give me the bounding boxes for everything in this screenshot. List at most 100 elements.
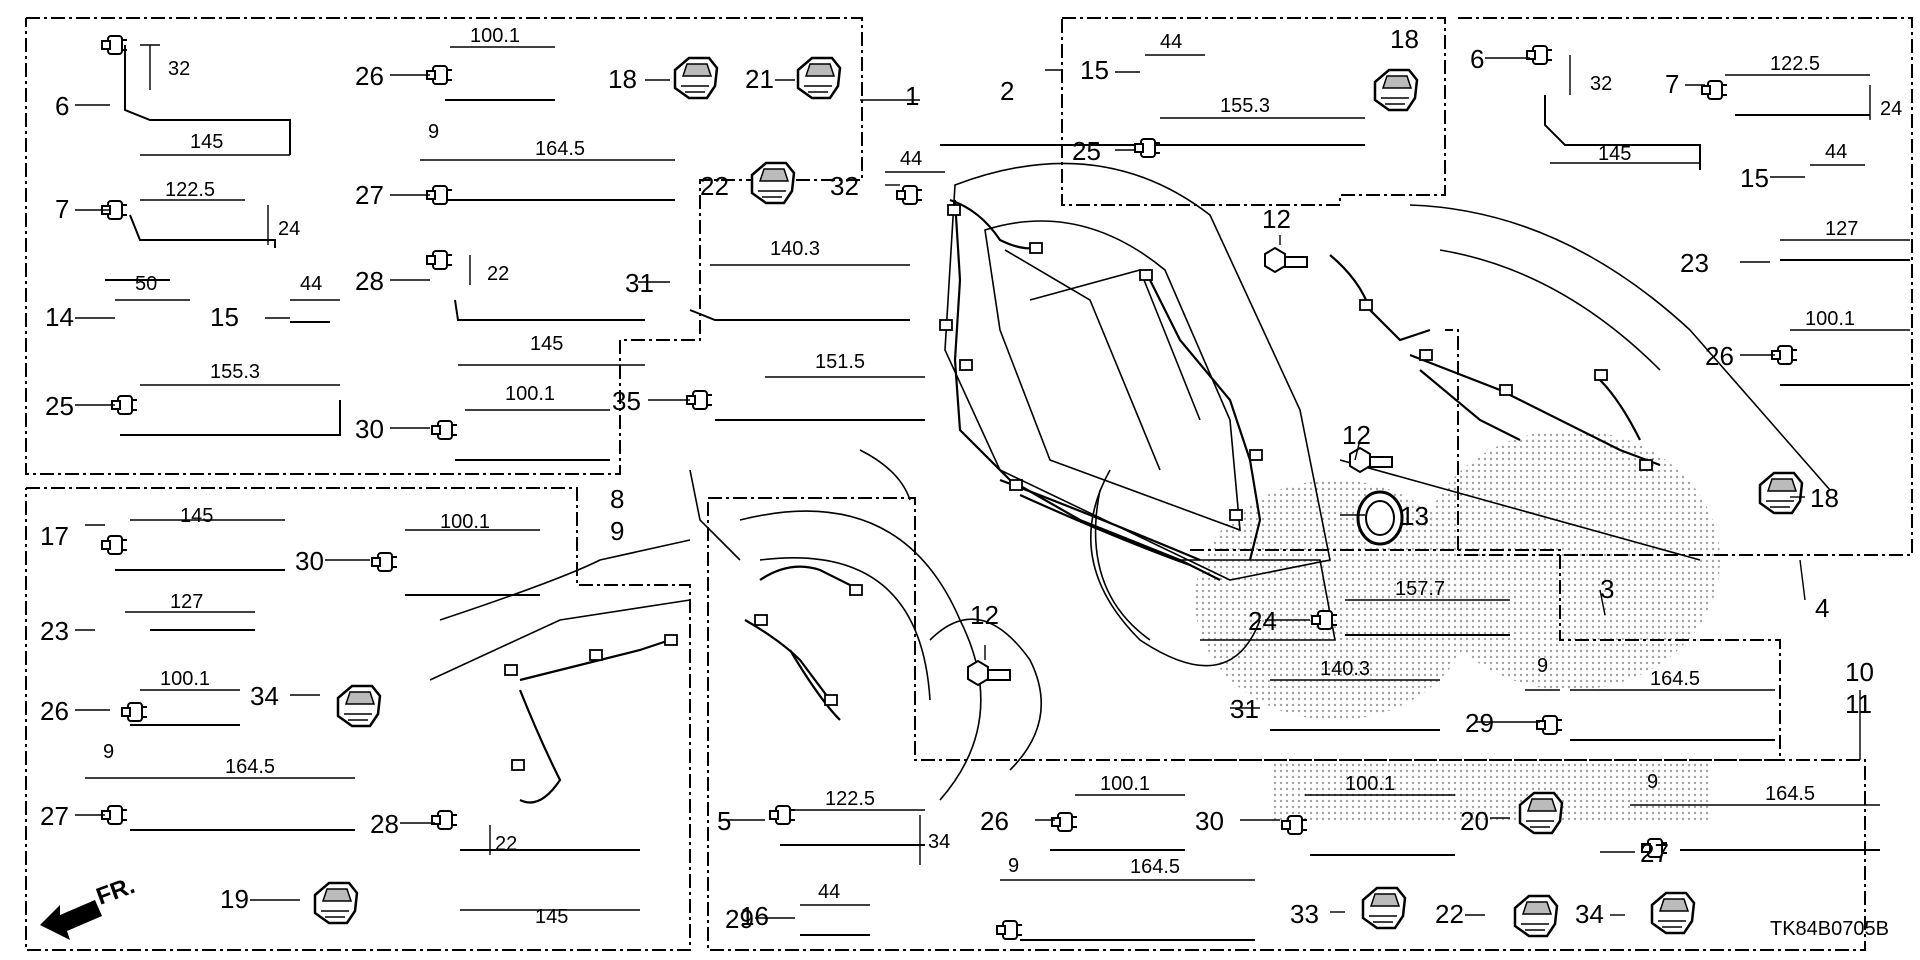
dim-24: 24 [278, 218, 300, 240]
dim-100-1c: 100.1 [1805, 308, 1855, 330]
callout-15a: 15 [210, 302, 239, 332]
callout-20: 20 [1460, 806, 1489, 836]
dim-122-5c: 122.5 [825, 788, 875, 810]
dim-100-1f: 100.1 [1100, 773, 1150, 795]
callout-25a: 25 [45, 391, 74, 421]
callout-30b: 30 [295, 546, 324, 576]
callout-32: 32 [830, 171, 859, 201]
callout-28a: 28 [355, 266, 384, 296]
callout-24: 24 [1248, 606, 1277, 636]
dim-127b: 127 [170, 591, 203, 613]
dim-157-7: 157.7 [1395, 578, 1445, 600]
callout-27a: 27 [355, 180, 384, 210]
callout-19: 19 [220, 884, 249, 914]
dim-24b: 24 [1880, 98, 1902, 120]
callout-3: 3 [1600, 574, 1614, 604]
callout-26b: 26 [1705, 341, 1734, 371]
grommet-13 [1356, 490, 1404, 546]
dim-100-1: 100.1 [470, 25, 520, 47]
callout-16: 16 [740, 901, 769, 931]
dim-34: 34 [928, 831, 950, 853]
callout-5: 5 [717, 806, 731, 836]
dim-122-5b: 122.5 [1770, 53, 1820, 75]
callout-10: 10 [1845, 657, 1874, 687]
callout-14: 14 [45, 302, 74, 332]
callout-18a: 18 [608, 64, 637, 94]
dim-32: 32 [168, 58, 190, 80]
callout-22b: 22 [1435, 899, 1464, 929]
callout-labels: 1 2 3 4 5 6 6 7 7 8 9 10 11 12 12 12 13 … [40, 24, 1874, 934]
front-arrow-icon [40, 900, 102, 940]
callout-12a: 12 [1262, 204, 1291, 234]
dim-100-1g: 100.1 [1345, 773, 1395, 795]
shading [1195, 430, 1720, 820]
callout-26c: 26 [40, 696, 69, 726]
bolts [967, 246, 1393, 687]
callout-22a: 22 [700, 171, 729, 201]
dim-145c: 145 [1598, 143, 1631, 165]
callout-25b: 25 [1072, 136, 1101, 166]
dim-164-5c: 164.5 [225, 756, 275, 778]
dim-140-3: 140.3 [770, 238, 820, 260]
callout-17: 17 [40, 521, 69, 551]
dim-22: 22 [487, 263, 509, 285]
dim-164-5b: 164.5 [1650, 668, 1700, 690]
callout-23b: 23 [1680, 248, 1709, 278]
dim-44b: 44 [900, 148, 922, 170]
leader-lines [75, 57, 1861, 919]
callout-27b: 27 [40, 801, 69, 831]
dim-44e: 44 [818, 881, 840, 903]
dim-164-5d: 164.5 [1130, 856, 1180, 878]
callout-12c: 12 [970, 600, 999, 630]
callout-31a: 31 [625, 268, 654, 298]
dim-100-1e: 100.1 [160, 668, 210, 690]
callout-27c: 27 [1640, 838, 1669, 868]
dim-140-3b: 140.3 [1320, 658, 1370, 680]
callout-26a: 26 [355, 61, 384, 91]
callout-21: 21 [745, 64, 774, 94]
dim-164-5: 164.5 [535, 138, 585, 160]
callout-6: 6 [55, 91, 69, 121]
dim-145b: 145 [530, 333, 563, 355]
callout-31b: 31 [1230, 694, 1259, 724]
callout-18c: 18 [1810, 483, 1839, 513]
dim-50: 50 [135, 273, 157, 295]
callout-29a: 29 [1465, 708, 1494, 738]
dimension-lines [85, 44, 1910, 911]
dim-44c: 44 [1160, 31, 1182, 53]
callout-12b: 12 [1342, 420, 1371, 450]
callout-2: 2 [1000, 76, 1014, 106]
callout-28b: 28 [370, 809, 399, 839]
callout-34a: 34 [250, 681, 279, 711]
dim-155-3: 155.3 [210, 361, 260, 383]
callout-26d: 26 [980, 806, 1009, 836]
callout-33: 33 [1290, 899, 1319, 929]
callout-30c: 30 [1195, 806, 1224, 836]
dim-22b: 22 [495, 833, 517, 855]
dim-32b: 32 [1590, 73, 1612, 95]
callout-9: 9 [610, 516, 624, 546]
dim-145d: 145 [180, 505, 213, 527]
callout-7: 7 [55, 194, 69, 224]
dimension-labels: 32 145 122.5 24 50 44 155.3 100.1 9 164.… [103, 25, 1902, 928]
callout-13: 13 [1400, 501, 1429, 531]
dim-164-5e: 164.5 [1765, 783, 1815, 805]
callout-34b: 34 [1575, 899, 1604, 929]
brackets [105, 45, 1910, 941]
dim-127: 127 [1825, 218, 1858, 240]
dim-155-3b: 155.3 [1220, 95, 1270, 117]
callout-23a: 23 [40, 616, 69, 646]
dim-151-5: 151.5 [815, 351, 865, 373]
callout-15b: 15 [1080, 55, 1109, 85]
dim-9d: 9 [1008, 855, 1019, 877]
front-label: FR. [93, 872, 139, 911]
dim-100-1b: 100.1 [505, 383, 555, 405]
callout-6b: 6 [1470, 44, 1484, 74]
callout-1: 1 [905, 81, 919, 111]
dim-9c: 9 [103, 741, 114, 763]
callout-30a: 30 [355, 414, 384, 444]
dim-145e: 145 [535, 906, 568, 928]
dim-145: 145 [190, 131, 223, 153]
